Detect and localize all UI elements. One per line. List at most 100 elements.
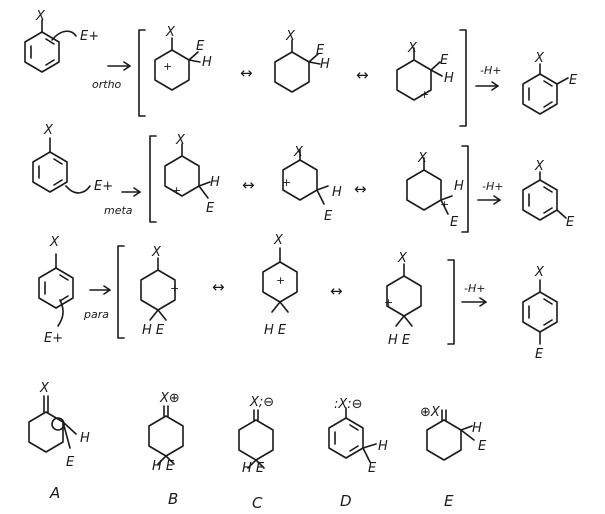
meta-e-plus: E+ [94, 179, 113, 194]
svg-text:X: X [417, 151, 428, 166]
svg-text:H E: H E [264, 323, 287, 338]
svg-text:H: H [472, 421, 482, 436]
ortho-intermediate-1 [154, 37, 201, 91]
ortho-start-x: X [35, 9, 46, 24]
para-e-plus: E+ [44, 331, 63, 346]
ortho-bracket-right [459, 29, 467, 127]
svg-text:-H+: -H+ [464, 282, 485, 295]
svg-text:E: E [478, 439, 487, 454]
svg-text:X: X [534, 159, 545, 174]
svg-text:+: + [440, 198, 449, 211]
para-intermediate-3 [386, 263, 422, 327]
svg-text:H: H [210, 175, 220, 190]
label-b: B [168, 490, 178, 508]
label-d: D [340, 492, 352, 510]
svg-text:+: + [172, 184, 181, 197]
svg-text:E: E [196, 39, 205, 54]
svg-text:H E: H E [388, 333, 411, 348]
label-a: A [49, 484, 60, 502]
svg-text:X⊕: X⊕ [159, 391, 180, 406]
svg-text:E: E [535, 347, 544, 362]
structure-d [328, 407, 377, 463]
svg-text:E: E [316, 43, 325, 58]
svg-text:+: + [276, 274, 285, 287]
svg-text:H E: H E [242, 461, 265, 476]
para-start-ring [38, 253, 74, 309]
ortho-label: ortho [92, 78, 122, 91]
ortho-intermediate-2 [274, 39, 321, 93]
para-product [522, 279, 558, 345]
meta-intermediate-3 [406, 157, 453, 215]
para-intermediate-2 [262, 247, 298, 313]
svg-text:+: + [163, 60, 172, 73]
ortho-e-plus: E+ [80, 29, 99, 44]
svg-text:↔: ↔ [354, 180, 367, 198]
ortho-bracket-left [138, 29, 146, 117]
svg-text:E: E [368, 461, 377, 476]
label-e: E [444, 492, 454, 510]
ortho-start-ring [24, 19, 60, 73]
svg-text:H E: H E [152, 459, 175, 474]
svg-text:E: E [440, 53, 449, 68]
svg-text:X: X [407, 41, 418, 56]
svg-text:X: X [151, 245, 162, 260]
svg-text:⊕X: ⊕X [420, 405, 441, 420]
structure-a [28, 395, 77, 453]
svg-text:H E: H E [142, 323, 165, 338]
resonance-arrow: ↔ [240, 64, 253, 82]
meta-intermediate-1 [164, 143, 211, 199]
svg-text:↔: ↔ [242, 176, 255, 194]
meta-label: meta [104, 204, 133, 217]
para-label: para [83, 308, 109, 321]
meta-row: X E+ meta X H E + ↔ X H E + ↔ [32, 123, 575, 233]
structure-b [148, 405, 184, 465]
svg-text:E: E [66, 455, 75, 470]
svg-text:+: + [384, 296, 393, 309]
svg-text:X: X [285, 29, 296, 44]
svg-text:X: X [43, 123, 54, 138]
meta-start-ring [32, 137, 68, 193]
svg-text::X:⊖: :X:⊖ [334, 397, 363, 412]
svg-text:E: E [569, 73, 578, 88]
structure-e [426, 409, 475, 461]
svg-text:-H+: -H+ [482, 180, 503, 193]
para-intermediate-1 [140, 257, 176, 321]
svg-text:X: X [175, 133, 186, 148]
svg-text:E: E [450, 215, 459, 230]
svg-text:+: + [170, 282, 179, 295]
svg-text:-H+: -H+ [480, 64, 501, 77]
svg-text:E: E [566, 215, 575, 230]
svg-text:X: X [534, 265, 545, 280]
meta-intermediate-2 [282, 149, 329, 205]
svg-text:X: X [293, 145, 304, 160]
svg-text:+: + [282, 176, 291, 189]
svg-text:X: X [49, 235, 60, 250]
svg-text:E: E [206, 201, 215, 216]
ortho-product [522, 63, 569, 115]
svg-text:H: H [320, 57, 330, 72]
meta-product [522, 171, 567, 221]
svg-text:↔: ↔ [330, 282, 343, 300]
svg-text:H: H [444, 71, 454, 86]
svg-text:X;⊖: X;⊖ [249, 395, 274, 410]
svg-text:H: H [378, 439, 388, 454]
label-c: C [252, 494, 263, 512]
svg-text:X: X [273, 233, 284, 248]
ortho-intermediate-3 [396, 47, 443, 101]
ortho-row: X E+ ortho X E H + ↔ X E H ↔ [24, 9, 578, 127]
ortho-curly-arrow [51, 30, 77, 41]
svg-text:↔: ↔ [212, 278, 225, 296]
svg-text:X: X [39, 381, 50, 396]
svg-text:X: X [165, 25, 176, 40]
svg-text:H: H [202, 55, 212, 70]
svg-text:+: + [420, 88, 429, 101]
svg-text:↔: ↔ [356, 66, 369, 84]
para-row: X E+ para X + H E ↔ X + H E ↔ [38, 233, 558, 362]
svg-text:X: X [534, 51, 545, 66]
svg-text:H: H [332, 185, 342, 200]
structure-c [238, 409, 274, 469]
svg-text:X: X [397, 251, 408, 266]
svg-text:H: H [80, 431, 90, 446]
svg-text:H: H [454, 179, 464, 194]
